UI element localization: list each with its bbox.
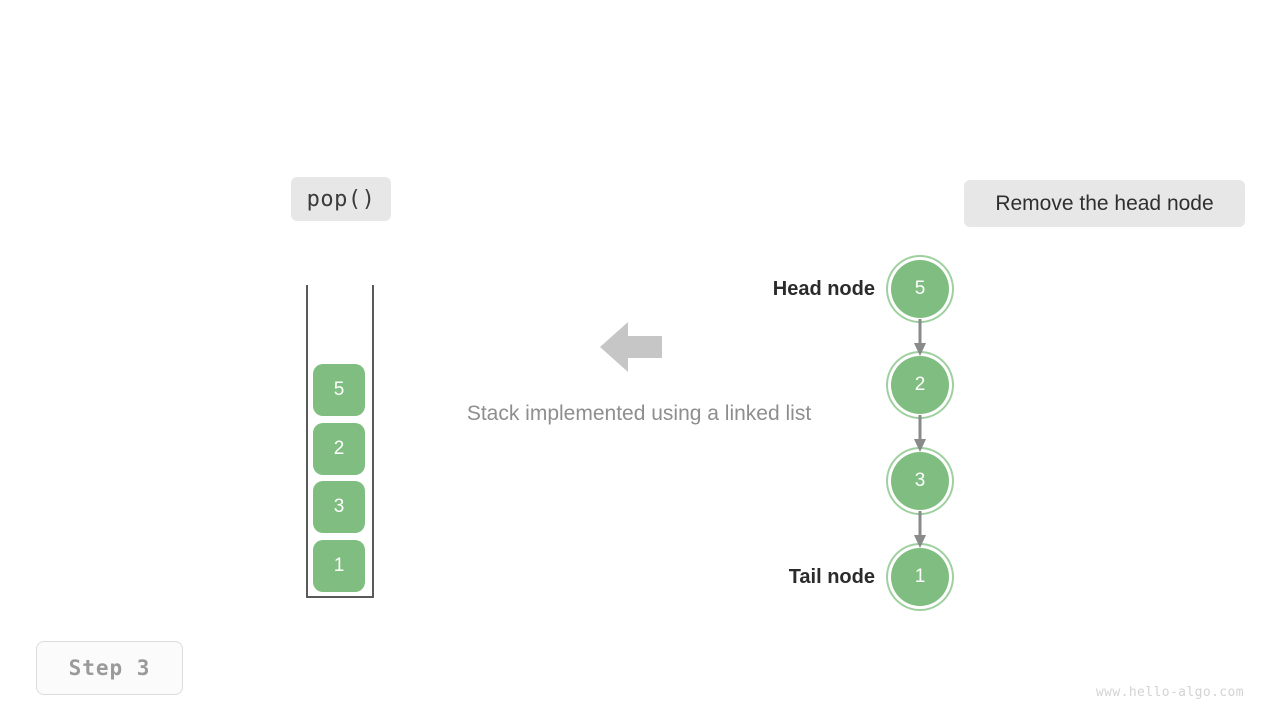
tail-node-label: Tail node	[788, 565, 875, 588]
stack-wall-right	[372, 285, 374, 598]
diagram-caption-text: Stack implemented using a linked list	[466, 402, 812, 425]
operation-badge: pop()	[291, 177, 391, 221]
list-node-head: 5	[891, 260, 949, 318]
stack-cell: 2	[313, 423, 365, 475]
list-node-tail: 1	[891, 548, 949, 606]
stack-cell: 5	[313, 364, 365, 416]
action-description-badge: Remove the head node	[964, 180, 1245, 227]
stack-cell: 3	[313, 481, 365, 533]
stack-cell: 1	[313, 540, 365, 592]
connector-arrow-icon	[912, 415, 928, 453]
stack-container: 5 2 3 1	[300, 280, 386, 610]
diagram-caption: Stack implemented using a linked list	[0, 402, 1280, 426]
linked-list: Head node Tail node 5 2 3 1	[740, 250, 980, 620]
watermark: www.hello-algo.com	[1095, 685, 1244, 700]
list-node: 3	[891, 452, 949, 510]
step-badge: Step 3	[36, 641, 183, 695]
stack-wall-left	[306, 285, 308, 598]
stack-floor	[306, 596, 374, 598]
list-node: 2	[891, 356, 949, 414]
head-node-label: Head node	[772, 277, 875, 300]
connector-arrow-icon	[912, 319, 928, 357]
left-arrow-icon	[600, 320, 662, 374]
connector-arrow-icon	[912, 511, 928, 549]
